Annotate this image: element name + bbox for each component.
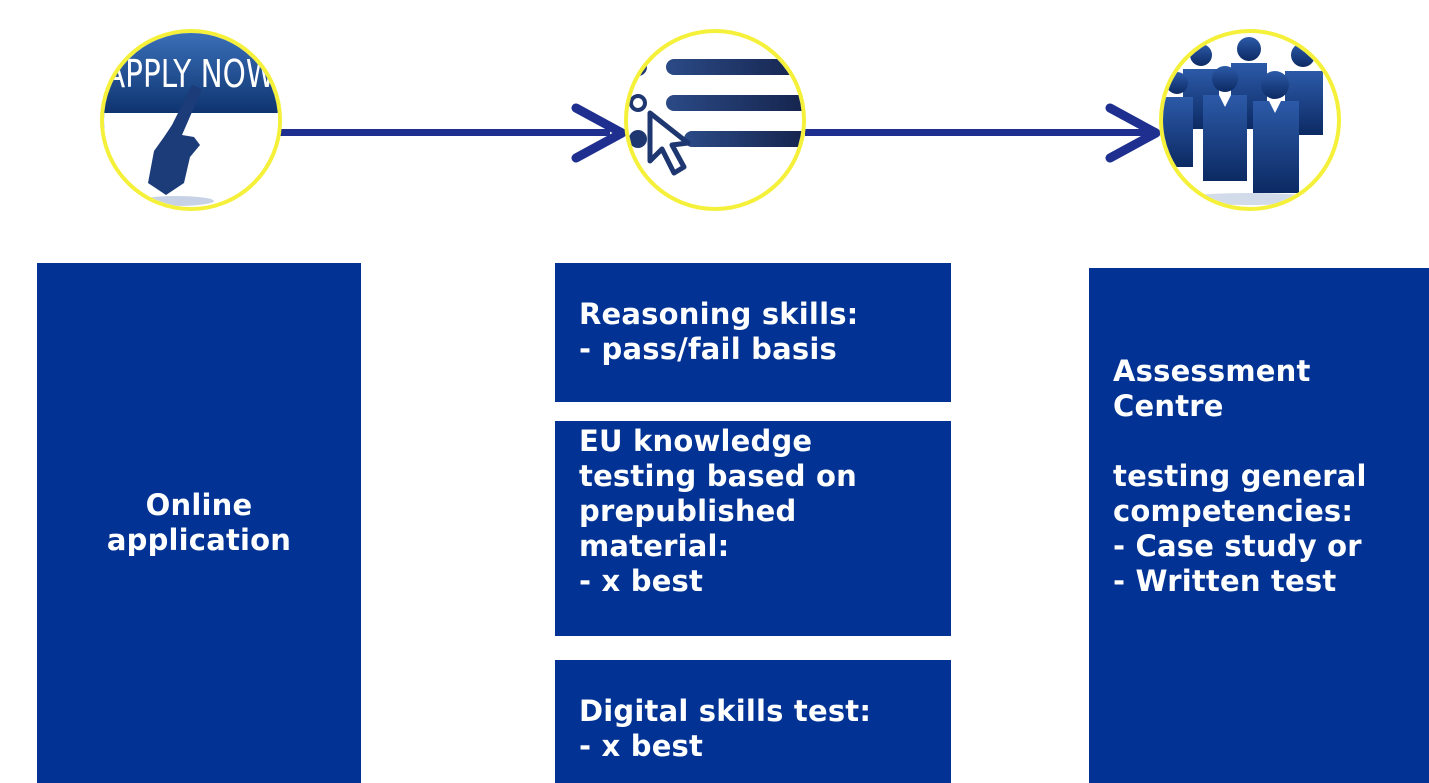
arrowhead-2-icon bbox=[1105, 103, 1161, 163]
apply-now-hand-icon: APPLY NOW bbox=[104, 33, 278, 207]
list-cursor-icon bbox=[629, 58, 802, 176]
arrowhead-1-icon bbox=[571, 103, 627, 163]
tests-circle bbox=[624, 29, 806, 211]
eu-knowledge-box: EU knowledge testing based on prepublish… bbox=[555, 421, 951, 636]
people-group-icon bbox=[1163, 37, 1323, 205]
digital-skills-box: Digital skills test: - x best bbox=[555, 660, 951, 783]
reasoning-skills-box: Reasoning skills: - pass/fail basis bbox=[555, 263, 951, 402]
assessment-centre-box: Assessment Centre testing general compet… bbox=[1089, 268, 1429, 783]
connector-line-2 bbox=[805, 129, 1155, 136]
online-application-text: Online application bbox=[106, 488, 292, 557]
apply-now-caption: APPLY NOW bbox=[105, 52, 275, 96]
connector-line-1 bbox=[280, 129, 610, 136]
assessment-circle bbox=[1159, 29, 1341, 211]
online-application-box: Online application bbox=[37, 263, 361, 783]
apply-now-circle: APPLY NOW bbox=[100, 29, 282, 211]
